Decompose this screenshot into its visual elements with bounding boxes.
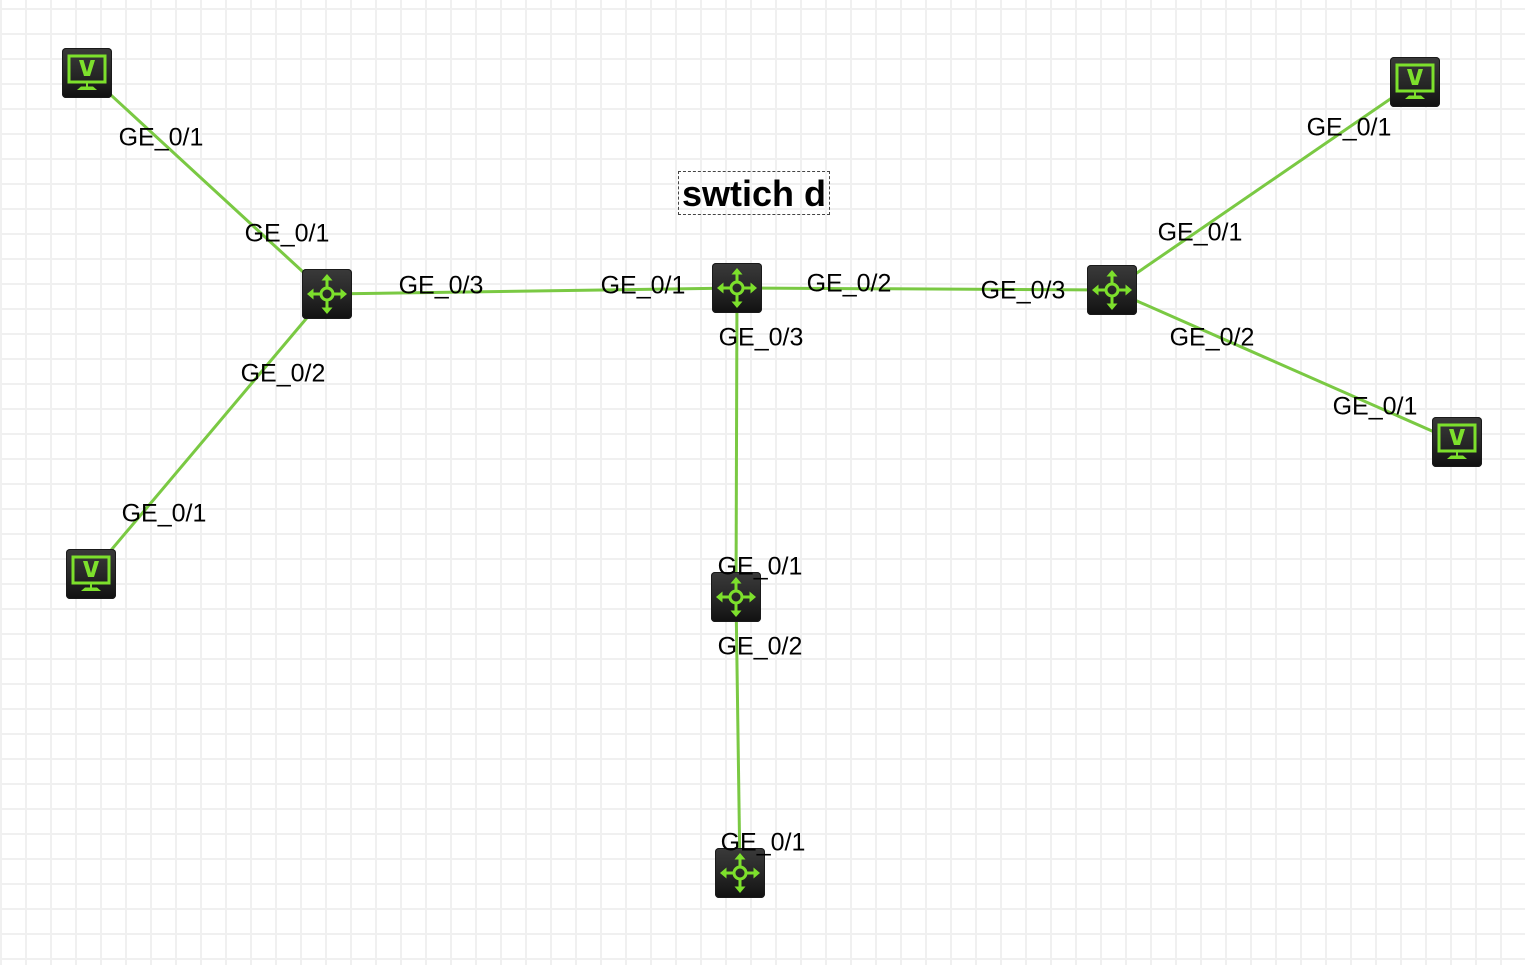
node-pc-bottom-left[interactable] xyxy=(66,549,116,599)
link-switch-d-to-switch-right[interactable] xyxy=(736,286,1113,292)
node-pc-bottom-right[interactable] xyxy=(1432,417,1482,467)
node-switch-right[interactable] xyxy=(1087,265,1137,315)
link-pc-top-right-to-switch-right[interactable] xyxy=(1111,80,1416,292)
link-pc-top-left-to-switch-left[interactable] xyxy=(85,71,329,296)
node-pc-top-left[interactable] xyxy=(62,48,112,98)
node-pc-top-right[interactable] xyxy=(1390,57,1440,107)
node-switch-bottom[interactable] xyxy=(715,848,765,898)
link-switch-right-to-pc-bottom-right[interactable] xyxy=(1111,288,1458,444)
node-switch-middle[interactable] xyxy=(711,572,761,622)
link-switch-left-to-switch-d[interactable] xyxy=(326,286,738,296)
link-switch-d-to-switch-middle[interactable] xyxy=(734,287,739,598)
switch-d-note[interactable]: swtich d xyxy=(678,171,831,215)
link-switch-left-to-pc-bottom-left[interactable] xyxy=(89,293,329,575)
link-switch-middle-to-switch-bottom[interactable] xyxy=(734,596,742,874)
node-switch-left[interactable] xyxy=(302,269,352,319)
node-switch-d[interactable] xyxy=(712,263,762,313)
